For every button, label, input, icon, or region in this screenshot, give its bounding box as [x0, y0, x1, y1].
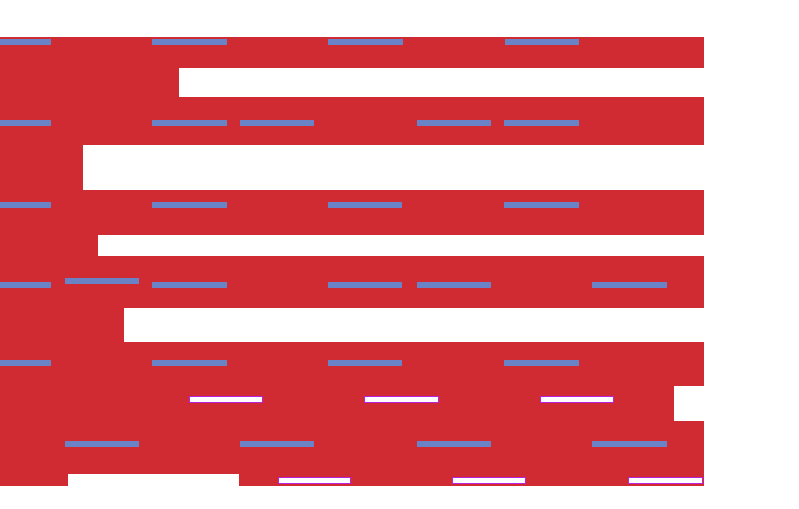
white-stripe — [98, 235, 704, 256]
blue-bar — [0, 282, 51, 288]
blue-bar — [417, 441, 491, 447]
blue-bar — [152, 120, 227, 126]
white-stripe — [68, 474, 239, 486]
blue-bar — [328, 39, 403, 45]
blue-bar — [328, 282, 402, 288]
blue-bar — [65, 278, 139, 284]
blue-bar — [0, 360, 51, 366]
white-stripe — [83, 145, 704, 190]
blue-bar — [417, 282, 491, 288]
magenta-outlined-bar — [364, 396, 439, 403]
blue-bar — [592, 441, 667, 447]
magenta-outlined-bar — [452, 477, 526, 484]
blue-bar — [240, 120, 314, 126]
blue-bar — [417, 120, 491, 126]
blue-bar — [152, 282, 227, 288]
blue-bar — [240, 441, 314, 447]
blue-bar — [65, 441, 139, 447]
blue-bar — [0, 39, 51, 45]
blue-bar — [152, 360, 227, 366]
blue-bar — [592, 282, 667, 288]
blue-bar — [328, 202, 402, 208]
blue-bar — [504, 360, 579, 366]
blue-bar — [152, 202, 227, 208]
blue-bar — [504, 120, 579, 126]
white-stripe — [179, 68, 704, 97]
blue-bar — [505, 39, 579, 45]
magenta-outlined-bar — [189, 396, 263, 403]
blue-bar — [152, 39, 227, 45]
red-block — [0, 37, 704, 486]
white-stripe — [124, 308, 704, 342]
blue-bar — [0, 120, 51, 126]
white-stripe — [674, 386, 704, 421]
blue-bar — [504, 202, 579, 208]
blue-bar — [328, 360, 402, 366]
blue-bar — [0, 202, 51, 208]
magenta-outlined-bar — [540, 396, 614, 403]
magenta-outlined-bar — [278, 477, 351, 484]
magenta-outlined-bar — [628, 477, 703, 484]
